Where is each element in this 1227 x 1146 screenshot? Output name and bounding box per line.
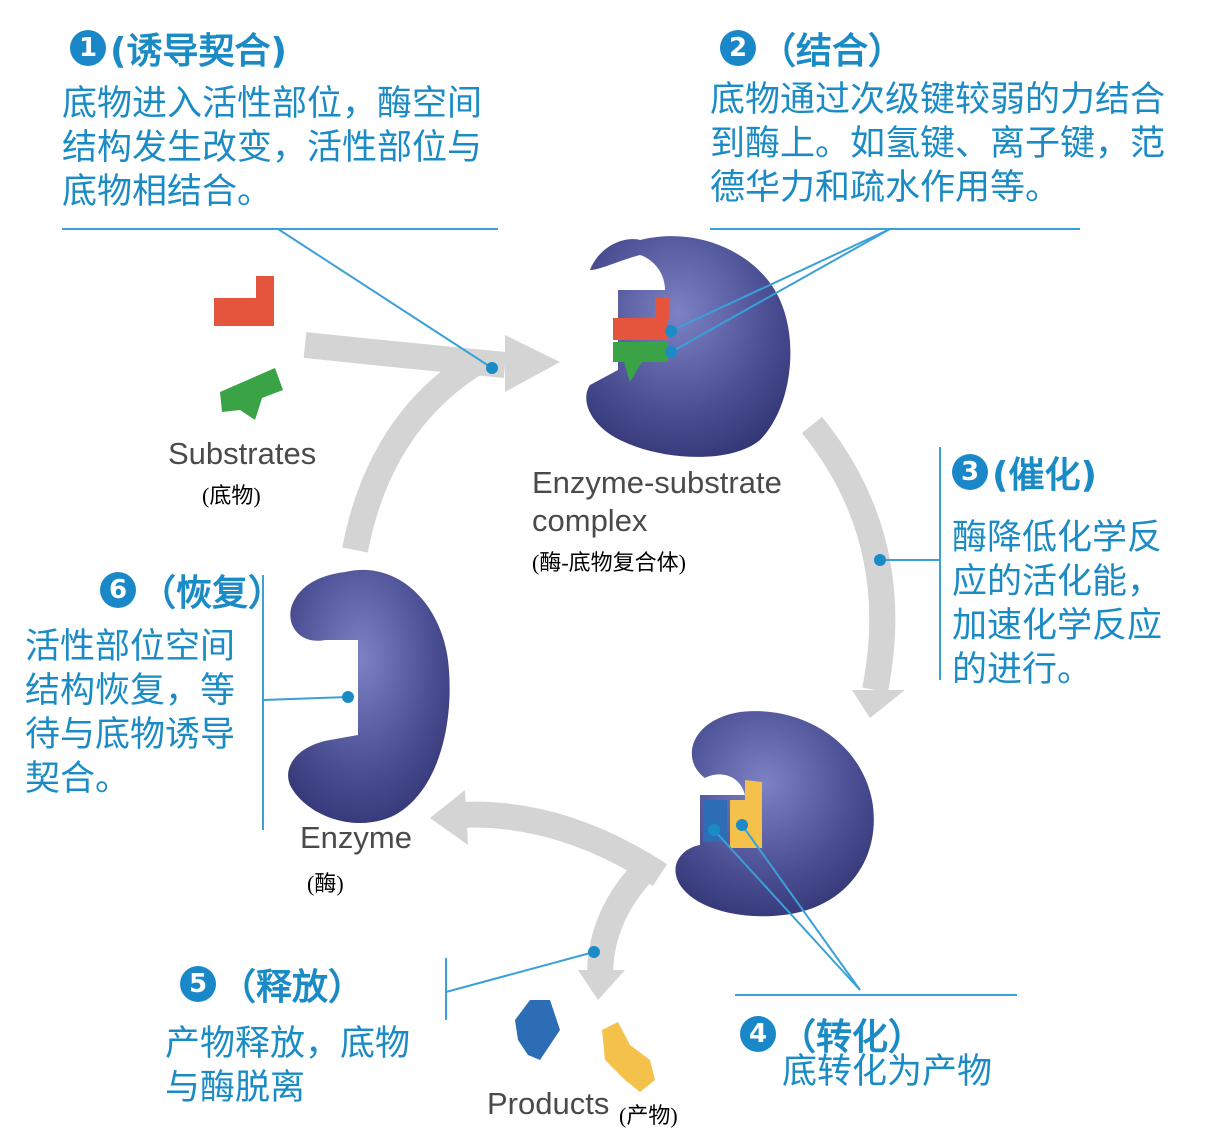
step4-pointer-b: [741, 824, 861, 991]
arrow-complex-to-products-enzyme: [801, 416, 896, 693]
step2-pointer-b: [670, 228, 891, 353]
step-1-title: (诱导契合): [110, 31, 287, 72]
step5-pointer: [445, 951, 595, 993]
step-5-heading: 5 （释放）: [180, 958, 364, 1010]
product-blue-icon: [515, 1000, 560, 1060]
enzyme-body: [288, 569, 450, 824]
arrow-enzyme-up: [342, 348, 487, 553]
products-label-cn: (产物): [619, 1103, 678, 1128]
callout-lines: [62, 228, 1080, 1020]
complex-label-line2: complex: [532, 503, 648, 538]
substrate-green-icon: [220, 368, 283, 420]
step-5-number: 5: [180, 966, 216, 1002]
step-5-title: （释放）: [220, 967, 365, 1008]
step-6-description: 活性部位空间结构恢复，等待与底物诱导契合。: [25, 627, 236, 799]
enzyme-label: Enzyme: [300, 820, 412, 855]
arrow-heads: [430, 335, 905, 1000]
enzyme-substrate-complex: [586, 236, 791, 457]
product-complex-body: [675, 711, 874, 917]
step-4-title: （转化）: [780, 1017, 925, 1058]
step-6-heading: 6 （恢复）: [100, 564, 284, 616]
dot-step4a: [708, 824, 720, 836]
arrow-products-to-enzyme: [459, 801, 668, 886]
step-3-heading: 3 (催化): [952, 446, 1097, 498]
cycle-arrows: [303, 332, 896, 976]
substrate-red-icon: [214, 276, 274, 326]
step-6-number: 6: [100, 572, 136, 608]
step4-pointer-a: [713, 829, 861, 991]
substrates-shapes: [214, 276, 283, 420]
arrowhead-5: [578, 970, 625, 1000]
arrowhead-1: [505, 335, 560, 392]
step2-pointer-a: [670, 228, 891, 332]
free-enzyme: [288, 569, 450, 824]
arrow-release-products: [587, 866, 650, 976]
complex-label-cn: (酶-底物复合体): [532, 550, 686, 575]
callout-dots: [342, 325, 886, 958]
complex-red-substrate: [613, 318, 668, 340]
complex-green-substrate: [613, 342, 668, 382]
dot-step4b: [736, 819, 748, 831]
complex-label-line1: Enzyme-substrate: [532, 465, 782, 500]
arrowhead-3: [852, 690, 905, 718]
complex-enzyme-body: [586, 236, 791, 457]
substrates-label-cn: (底物): [202, 483, 261, 508]
step-4-number: 4: [740, 1016, 776, 1052]
step-3-description: 酶降低化学反应的活化能，加速化学反应的进行。: [952, 518, 1163, 690]
step-4-heading: 4 （转化）: [740, 1008, 924, 1060]
enzyme-product-complex: [675, 711, 874, 917]
step-1-heading: 1 (诱导契合): [70, 22, 287, 74]
step-4-description: 底转化为产物: [782, 1052, 993, 1092]
step6-pointer: [262, 696, 349, 701]
product-yellow-in-site: [730, 780, 762, 848]
substrates-label: Substrates: [168, 436, 317, 471]
step-2-title: （结合）: [760, 31, 905, 72]
step-2-heading: 2 （结合）: [720, 22, 904, 74]
step-1-description: 底物进入活性部位，酶空间结构发生改变，活性部位与底物相结合。: [62, 84, 483, 212]
step-2-description: 底物通过次级键较弱的力结合到酶上。如氢键、离子键，范德华力和疏水作用等。: [710, 80, 1166, 208]
step-3-title: (催化): [992, 455, 1097, 496]
products-label: Products: [487, 1086, 610, 1121]
dot-step1: [486, 362, 498, 374]
product-yellow-icon: [602, 1022, 655, 1092]
complex-red-tab: [655, 298, 669, 320]
dot-step3: [874, 554, 886, 566]
enzyme-label-cn: (酶): [307, 871, 344, 896]
step1-pointer: [277, 228, 493, 369]
dot-step2b: [665, 346, 677, 358]
step-1-number: 1: [70, 30, 106, 66]
products-shapes: [515, 1000, 655, 1092]
dot-step6: [342, 691, 354, 703]
step-6-title: （恢复）: [140, 573, 285, 614]
step-2-number: 2: [720, 30, 756, 66]
dot-step2a: [665, 325, 677, 337]
arrowhead-4: [430, 790, 468, 845]
dot-step5: [588, 946, 600, 958]
step-5-description: 产物释放，底物与酶脱离: [165, 1024, 411, 1108]
step-3-number: 3: [952, 454, 988, 490]
